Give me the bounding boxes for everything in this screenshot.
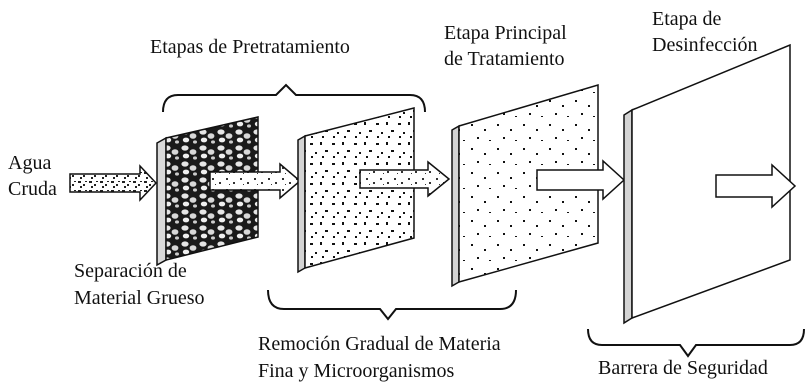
remocion-label-line1: Remoción Gradual de Materia (258, 333, 501, 355)
safety-brace (587, 328, 805, 358)
agua-label: Agua (8, 152, 52, 174)
desinfeccion-label-line2: Desinfección (652, 34, 758, 56)
principal-label-line2: de Tratamiento (444, 48, 565, 70)
barrera-label: Barrera de Seguridad (598, 357, 768, 379)
remocion-label-line2: Fina y Microorganismos (258, 360, 455, 382)
outflow-arrow (715, 163, 797, 209)
principal-label-line1: Etapa Principal (444, 22, 567, 44)
main-screen-edge (451, 124, 460, 288)
pretreatment-brace (162, 83, 426, 113)
removal-brace (267, 289, 517, 321)
flow-arrow-1 (209, 162, 302, 200)
disinfection-barrier-edge (623, 108, 633, 325)
raw-water-arrow (69, 164, 158, 202)
flow-arrow-2 (359, 160, 451, 198)
cruda-label: Cruda (8, 178, 57, 200)
main-screen-panel (458, 83, 599, 283)
coarse-screen-edge (156, 136, 167, 267)
disinfection-barrier-panel (631, 43, 791, 320)
pretratamiento-label: Etapas de Pretratamiento (150, 36, 350, 58)
separacion-label-line2: Material Grueso (74, 287, 205, 309)
separacion-label-line1: Separación de (74, 260, 187, 282)
flow-arrow-3 (536, 159, 626, 201)
desinfeccion-label-line1: Etapa de (652, 8, 722, 30)
fine-screen-1-edge (297, 134, 306, 274)
